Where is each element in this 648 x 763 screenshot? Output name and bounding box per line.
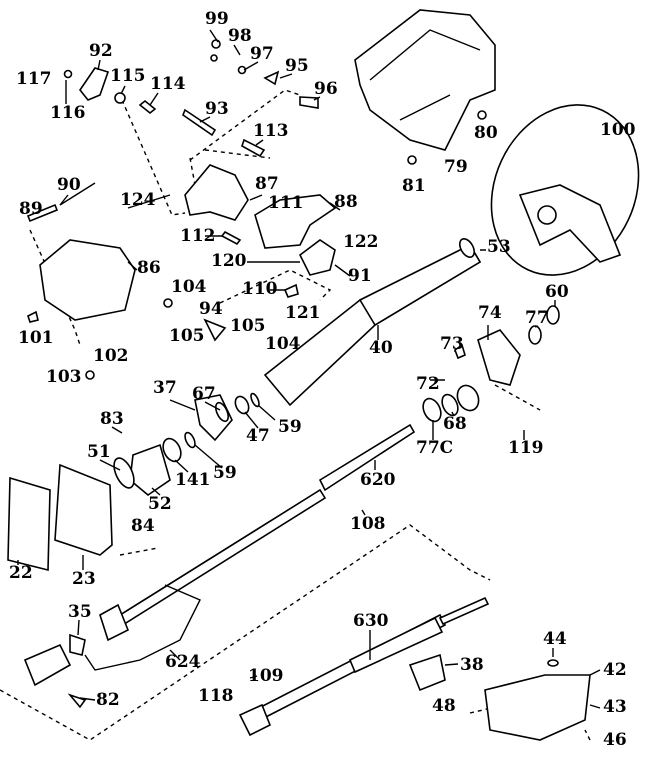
callout-117: 117 bbox=[16, 69, 52, 89]
callout-82: 82 bbox=[96, 690, 120, 710]
callout-95: 95 bbox=[285, 56, 309, 76]
callout-105-left: 105 bbox=[169, 326, 205, 346]
callout-87: 87 bbox=[255, 174, 279, 194]
callout-37: 37 bbox=[153, 378, 177, 398]
callout-104-upper: 104 bbox=[171, 277, 207, 297]
callout-22: 22 bbox=[9, 563, 33, 583]
callout-103: 103 bbox=[46, 367, 82, 387]
callout-116: 116 bbox=[50, 103, 86, 123]
callout-86: 86 bbox=[137, 258, 161, 278]
callout-624: 624 bbox=[165, 652, 201, 672]
callout-73: 73 bbox=[440, 334, 464, 354]
callout-43: 43 bbox=[603, 697, 627, 717]
callout-44: 44 bbox=[543, 629, 567, 649]
callout-38: 38 bbox=[460, 655, 484, 675]
callout-111: 111 bbox=[268, 193, 304, 213]
callout-74: 74 bbox=[478, 303, 502, 323]
callout-42: 42 bbox=[603, 660, 627, 680]
column-shroud bbox=[354, 9, 496, 151]
callout-108: 108 bbox=[350, 514, 386, 534]
leader-lines: N N N B B B B B B B W W W bbox=[17, 29, 601, 709]
callout-98: 98 bbox=[228, 26, 252, 46]
callout-96: 96 bbox=[314, 79, 338, 99]
part-callouts: 99 98 97 95 96 92 117 116 115 114 93 113… bbox=[9, 9, 636, 750]
callout-59-upper: 59 bbox=[278, 417, 302, 437]
steering-wheel bbox=[490, 104, 640, 276]
small-parts-top bbox=[26, 39, 337, 380]
callout-77c: 77C bbox=[416, 438, 453, 458]
callout-92: 92 bbox=[89, 41, 113, 61]
assembly-dashed-lines bbox=[0, 89, 591, 741]
callout-51: 51 bbox=[87, 442, 111, 462]
callout-630: 630 bbox=[353, 611, 389, 631]
callout-110: 110 bbox=[242, 279, 278, 299]
callout-47: 47 bbox=[246, 426, 270, 446]
callout-80: 80 bbox=[474, 123, 498, 143]
callout-141: 141 bbox=[175, 470, 211, 490]
callout-81: 81 bbox=[402, 176, 426, 196]
callout-99: 99 bbox=[205, 9, 229, 29]
callout-77: 77 bbox=[525, 308, 549, 328]
callout-124: 124 bbox=[120, 190, 156, 210]
callout-46: 46 bbox=[603, 730, 627, 750]
callout-105-right: 105 bbox=[230, 316, 266, 336]
callout-93: 93 bbox=[205, 99, 229, 119]
callout-120: 120 bbox=[211, 251, 247, 271]
bearings-rings bbox=[7, 305, 560, 572]
callout-84: 84 bbox=[131, 516, 155, 536]
callout-59-lower: 59 bbox=[213, 463, 237, 483]
callout-53: 53 bbox=[487, 237, 511, 257]
callout-101: 101 bbox=[18, 328, 54, 348]
callout-72: 72 bbox=[416, 374, 440, 394]
callout-68: 68 bbox=[443, 414, 467, 434]
callout-121: 121 bbox=[285, 303, 321, 323]
callout-94: 94 bbox=[199, 299, 223, 319]
callout-114: 114 bbox=[150, 74, 186, 94]
callout-100: 100 bbox=[600, 120, 636, 140]
callout-113: 113 bbox=[253, 121, 289, 141]
callout-122: 122 bbox=[343, 232, 379, 252]
callout-88: 88 bbox=[334, 192, 358, 212]
callout-40: 40 bbox=[369, 338, 393, 358]
steering-shafts bbox=[23, 423, 591, 741]
callout-91: 91 bbox=[348, 266, 372, 286]
callout-35: 35 bbox=[68, 602, 92, 622]
callout-52: 52 bbox=[148, 494, 172, 514]
callout-97: 97 bbox=[250, 44, 274, 64]
callout-109: 109 bbox=[248, 666, 284, 686]
callout-79: 79 bbox=[444, 157, 468, 177]
callout-60: 60 bbox=[545, 282, 569, 302]
callout-112: 112 bbox=[180, 226, 216, 246]
callout-23: 23 bbox=[72, 569, 96, 589]
callout-89: 89 bbox=[19, 199, 43, 219]
callout-102: 102 bbox=[93, 346, 129, 366]
callout-620: 620 bbox=[360, 470, 396, 490]
callout-118: 118 bbox=[198, 686, 234, 706]
callout-115: 115 bbox=[110, 66, 146, 86]
callout-104-lower: 104 bbox=[265, 334, 301, 354]
callout-48: 48 bbox=[432, 696, 456, 716]
callout-119: 119 bbox=[508, 438, 544, 458]
callout-83: 83 bbox=[100, 409, 124, 429]
callout-67: 67 bbox=[192, 384, 216, 404]
callout-90: 90 bbox=[57, 175, 81, 195]
steering-column-tube bbox=[263, 238, 482, 407]
